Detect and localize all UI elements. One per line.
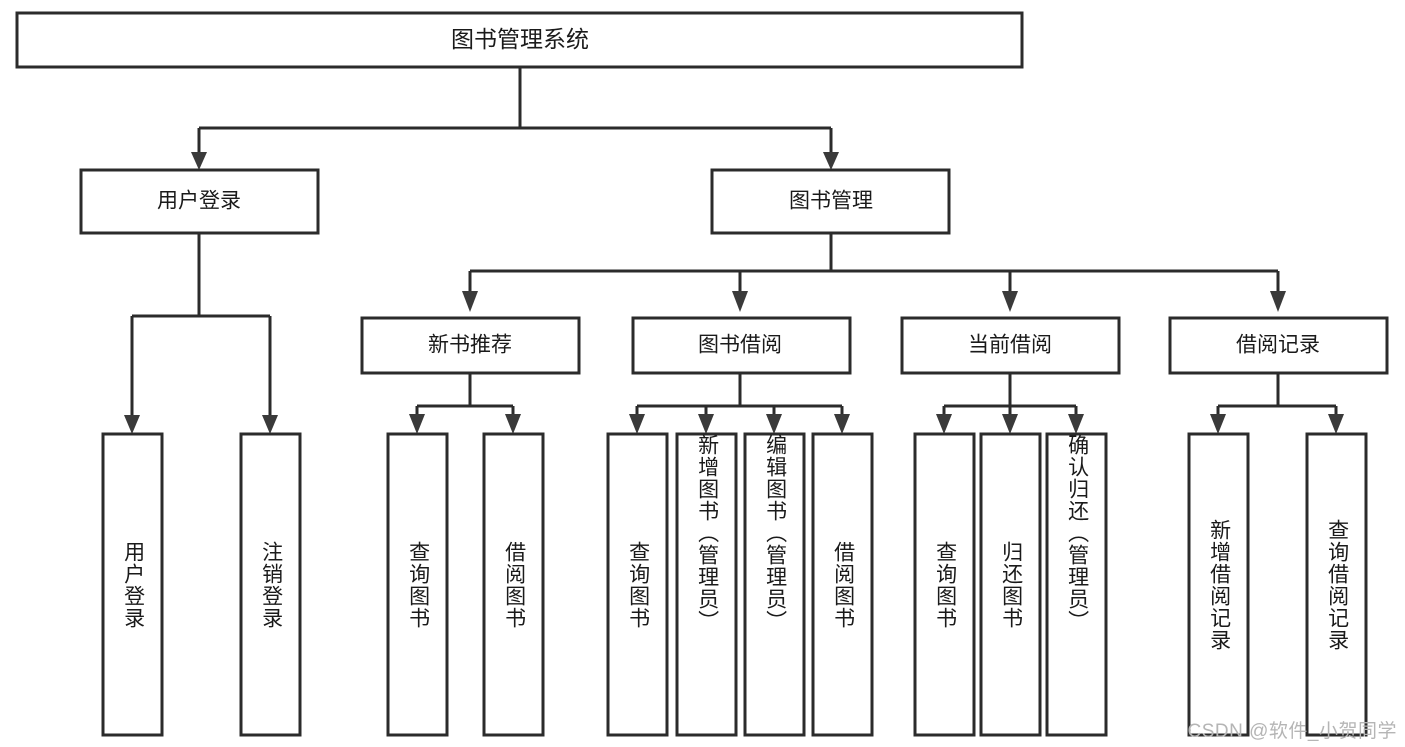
connector-borrow-to-leaves bbox=[635, 373, 844, 416]
node-book-management-label: 图书管理 bbox=[789, 190, 873, 213]
leaf-user-logout[interactable] bbox=[239, 432, 302, 737]
node-current-borrow[interactable] bbox=[900, 316, 1121, 375]
node-current-borrow-label: 当前借阅 bbox=[968, 334, 1052, 357]
node-root-label: 图书管理系统 bbox=[451, 26, 589, 52]
leaf-newbook-borrow-books[interactable] bbox=[482, 432, 545, 737]
leaf-borrow-query-books[interactable] bbox=[606, 432, 669, 737]
node-user-login[interactable] bbox=[79, 168, 320, 235]
leaf-current-query-books[interactable] bbox=[913, 432, 976, 737]
leaf-borrow-add-book[interactable] bbox=[675, 432, 738, 737]
node-book-borrow-label: 图书借阅 bbox=[698, 334, 782, 357]
node-new-book-recommend[interactable] bbox=[360, 316, 581, 375]
leaf-borrow-edit-book[interactable] bbox=[743, 432, 806, 737]
leaf-current-confirm-return[interactable] bbox=[1045, 432, 1108, 737]
leaf-newbook-query-books[interactable] bbox=[386, 432, 449, 737]
node-user-login-label: 用户登录 bbox=[157, 190, 241, 213]
connector-userlogin-to-leaves bbox=[130, 233, 272, 415]
connector-root-to-level2 bbox=[197, 67, 833, 152]
connector-newbook-to-leaves bbox=[415, 373, 515, 416]
node-root[interactable] bbox=[15, 11, 1024, 69]
leaf-current-return-book[interactable] bbox=[979, 432, 1042, 737]
connector-record-to-leaves bbox=[1216, 373, 1338, 416]
node-book-management[interactable] bbox=[710, 168, 951, 235]
connector-current-to-leaves bbox=[942, 373, 1078, 416]
node-new-book-recommend-label: 新书推荐 bbox=[428, 334, 512, 357]
arrowheads bbox=[124, 152, 1344, 434]
leaf-user-login[interactable] bbox=[101, 432, 164, 737]
watermark: CSDN @软件_小贺同学 bbox=[1187, 721, 1397, 742]
connector-bookmgmt-to-level3 bbox=[468, 233, 1280, 291]
leaf-borrow-borrow-book[interactable] bbox=[811, 432, 874, 737]
node-book-borrow[interactable] bbox=[631, 316, 852, 375]
leaf-record-add-record[interactable] bbox=[1187, 432, 1250, 737]
leaf-record-query-record[interactable] bbox=[1305, 432, 1368, 737]
node-borrow-record-label: 借阅记录 bbox=[1236, 334, 1320, 357]
node-borrow-record[interactable] bbox=[1168, 316, 1389, 375]
